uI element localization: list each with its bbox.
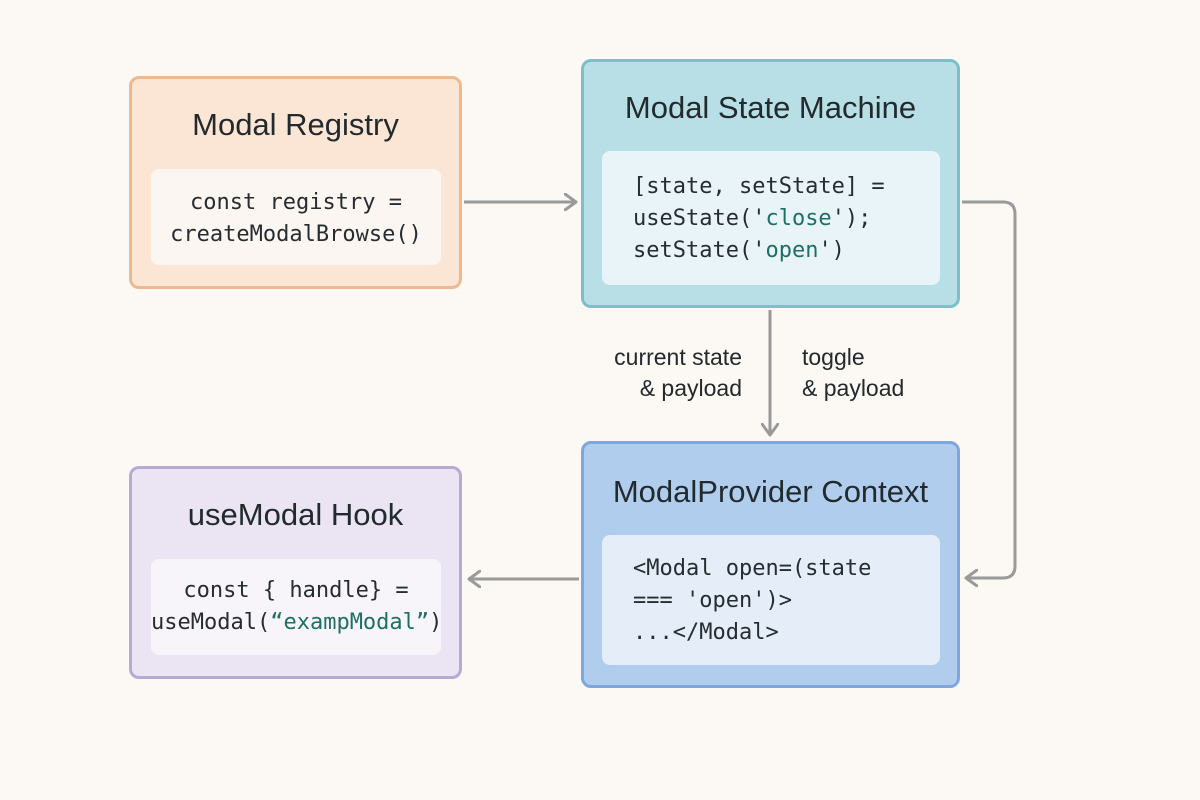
code-token: ') [818, 238, 845, 263]
edge-label-line: & payload [802, 375, 905, 401]
arrow-state-loop-to-provider [962, 200, 1017, 578]
string-literal: close [765, 206, 832, 231]
edge-label-toggle: toggle & payload [802, 342, 904, 404]
modal-registry-code: const registry = createModalBrowse() [151, 169, 441, 265]
code-token: setState(' [633, 238, 766, 263]
modal-state-machine-box: Modal State Machine [state, setState] = … [581, 59, 960, 308]
code-line: createModalBrowse() [170, 222, 422, 247]
edge-label-line: current state [614, 344, 742, 370]
code-line: ...</Modal> [633, 620, 779, 645]
modal-registry-box: Modal Registry const registry = createMo… [129, 76, 462, 289]
code-token: useModal( [151, 610, 271, 635]
code-line: useModal(“exampModal”) [151, 607, 443, 639]
string-literal: “exampModal” [270, 610, 430, 635]
use-modal-hook-code: const { handle} = useModal(“exampModal”) [151, 559, 443, 655]
edge-label-line: toggle [802, 344, 865, 370]
use-modal-hook-title: useModal Hook [187, 497, 404, 532]
code-token: ) [429, 610, 443, 635]
edge-label-current-state: current state & payload [560, 342, 742, 404]
string-literal: open [765, 238, 819, 263]
code-line: const { handle} = [183, 578, 409, 603]
code-line: [state, setState] = [633, 174, 885, 199]
code-token: '); [831, 206, 872, 231]
code-token: useState(' [633, 206, 766, 231]
modal-state-machine-code: [state, setState] = useState('close'); s… [602, 151, 940, 285]
code-line: const registry = [190, 190, 402, 215]
code-line: <Modal open=(state [633, 556, 872, 581]
modal-provider-context-code: <Modal open=(state === 'open')> ...</Mod… [602, 535, 940, 665]
code-line: setState('open') [633, 235, 940, 267]
code-line: === 'open')> [633, 588, 792, 613]
edge-label-line: & payload [639, 375, 742, 401]
modal-provider-context-title: ModalProvider Context [612, 474, 929, 509]
code-line: useState('close'); [633, 203, 940, 235]
modal-provider-context-box: ModalProvider Context <Modal open=(state… [581, 441, 960, 688]
use-modal-hook-box: useModal Hook const { handle} = useModal… [129, 466, 462, 679]
modal-state-machine-title: Modal State Machine [624, 90, 917, 125]
modal-registry-title: Modal Registry [192, 107, 399, 142]
